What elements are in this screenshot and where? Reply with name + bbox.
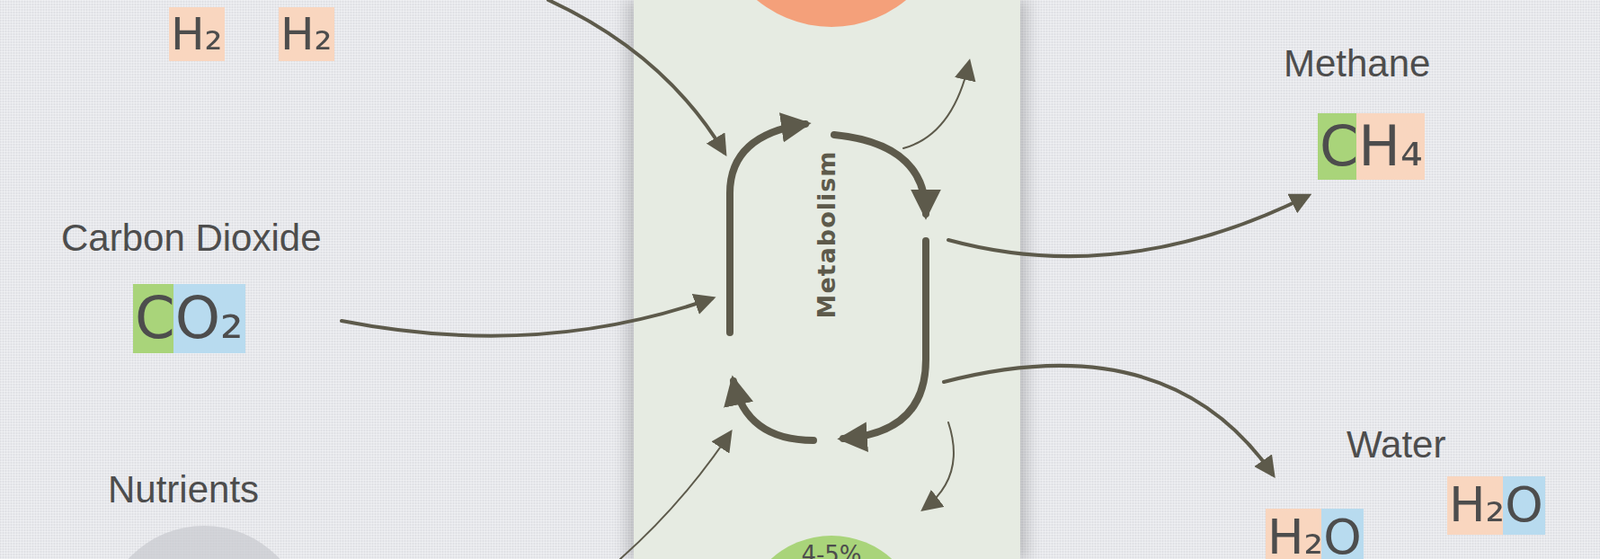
cycle-arrow [843, 240, 926, 439]
element-tile [1447, 476, 1507, 535]
element-tile [1502, 476, 1546, 535]
input-arrow [620, 433, 730, 559]
element-tile [1265, 508, 1325, 559]
element-tile [168, 7, 225, 62]
chemical-formula: CH₄ [1319, 113, 1423, 180]
input-arrow [341, 298, 712, 337]
cycle-arrow [834, 134, 926, 214]
cycle-arrow [733, 381, 814, 441]
metabolism-band: Metabolism 4-5% [633, 0, 1021, 559]
element-tile [1356, 113, 1425, 180]
compound-name: Methane [1283, 41, 1431, 87]
nutrient-blob [100, 525, 308, 559]
element-tile [133, 284, 178, 354]
percent-label: 4-5% [741, 535, 922, 559]
output-arrow [924, 422, 954, 509]
compound-name: Water [1346, 422, 1446, 468]
chemical-formula: H₂ [170, 7, 223, 62]
input-arrow [548, 0, 725, 153]
element-tile [1321, 508, 1364, 559]
element-tile [278, 7, 335, 62]
cycle-arrow [729, 124, 806, 333]
share-circle: 4-5% [741, 535, 922, 559]
chemical-formula: CO₂ [134, 284, 244, 354]
element-tile [1317, 113, 1360, 180]
chemical-formula: H₂O [1267, 508, 1362, 559]
output-arrow [943, 365, 1273, 475]
output-arrow [903, 62, 969, 149]
element-tile [173, 284, 246, 354]
organism-circle [714, 0, 949, 27]
compound-name: Carbon Dioxide [61, 215, 322, 261]
chemical-formula: H₂O [1448, 476, 1544, 535]
compound-name: Nutrients [107, 467, 259, 513]
chemical-formula: H₂ [280, 7, 333, 62]
band-title: Metabolism [812, 151, 841, 320]
output-arrow [948, 195, 1308, 257]
